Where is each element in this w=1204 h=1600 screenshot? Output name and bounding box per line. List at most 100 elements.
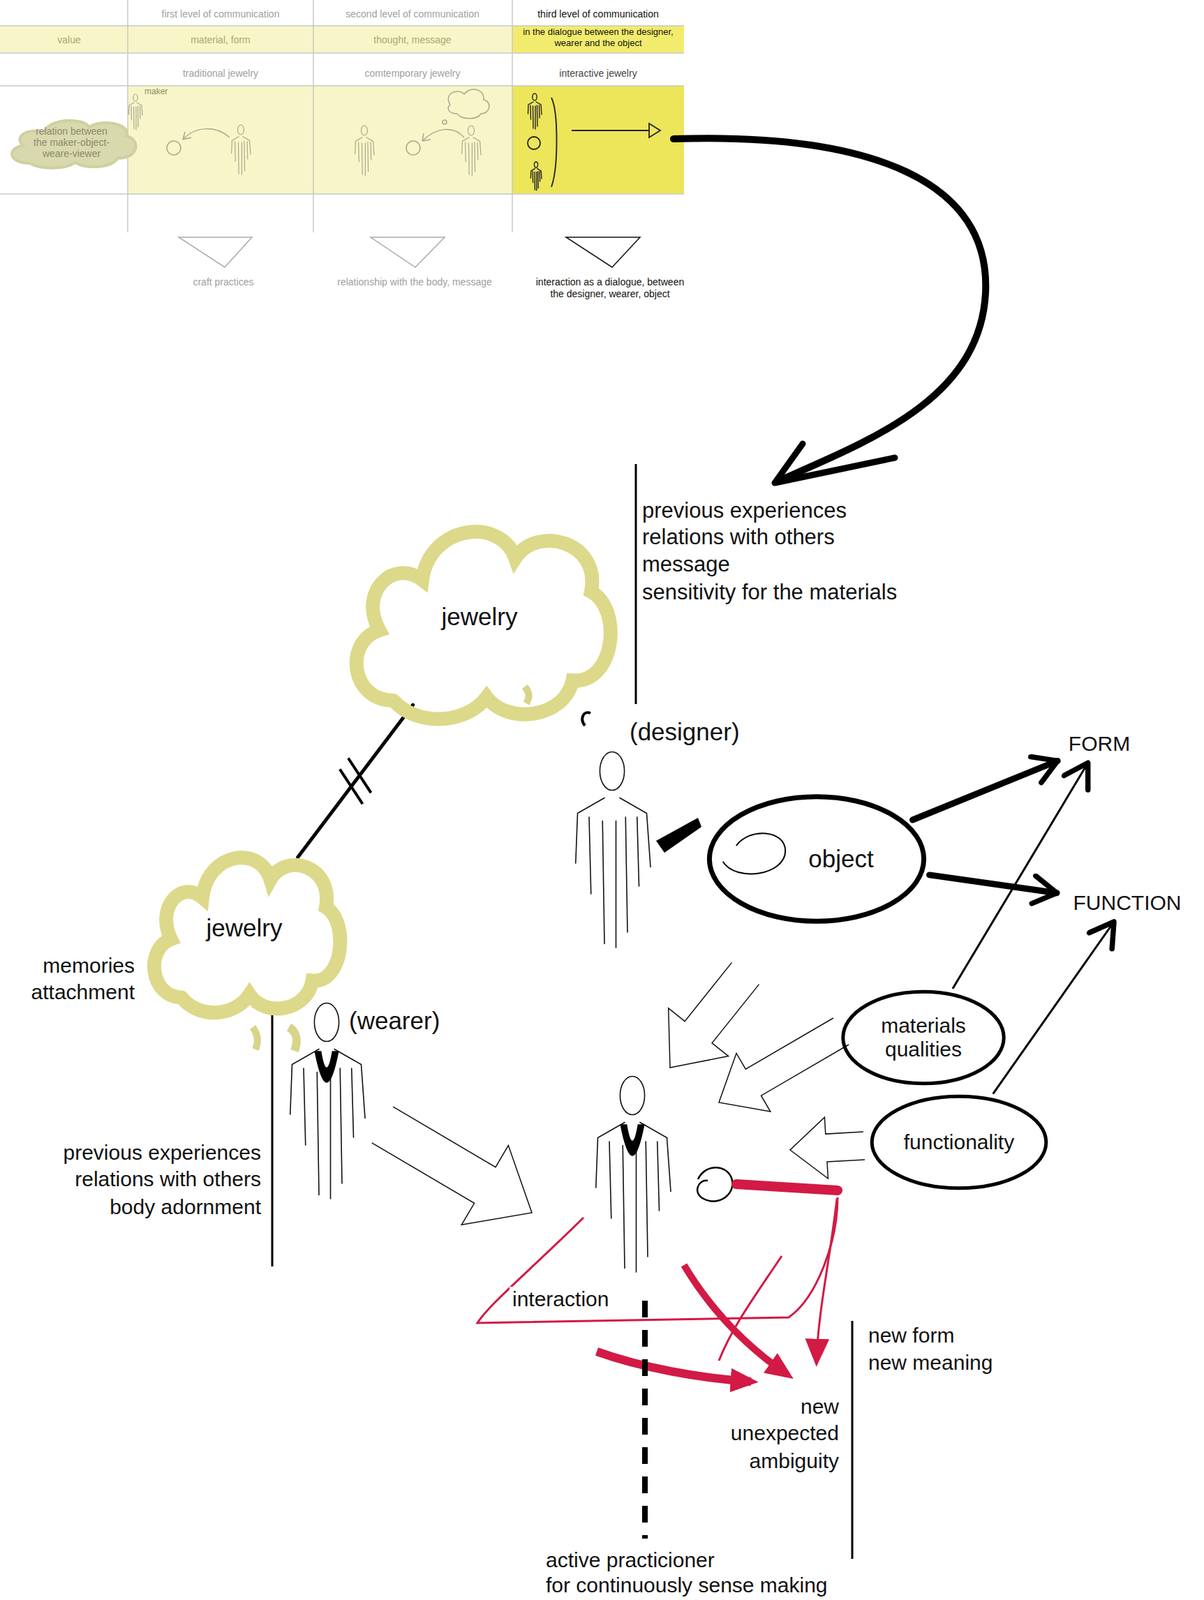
person-figure [528,93,543,130]
text-label: attachment [31,979,135,1006]
hollow-arrow [668,962,760,1068]
text-label: for continuously sense making [545,1573,828,1599]
text-label: third level of communication [537,8,659,21]
node-text: materials qualities [867,1014,980,1063]
figure-scarf [314,1051,339,1083]
figure-body [530,168,542,191]
figure-body [462,137,481,176]
text-label: relations with others [642,524,835,551]
cloud-blob [11,120,136,169]
figure-head [599,752,624,791]
cloud-outline [154,857,340,1013]
connector-line [912,760,1059,821]
figure-head [133,94,138,102]
text-label: new meaning [868,1350,993,1376]
bracket-line [851,1321,854,1560]
text-label: craft practices [192,276,254,289]
text-label: body adornment [109,1194,262,1221]
ellipse-node: object [704,792,929,926]
text-label: traditional jewelry [182,67,259,80]
text-label: ambiguity [749,1448,839,1475]
ellipse-outline [709,797,924,923]
person-figure [462,125,481,176]
figure-head [533,161,538,168]
text-node: FORM [1060,728,1138,760]
text-label: first level of communication [161,8,280,21]
text-label: new form [868,1323,955,1349]
text-label: previous experiences [642,497,847,524]
triangle [566,237,641,268]
pointer-mark [656,818,702,853]
text-label: interaction [509,1287,612,1313]
node-text: jewelry [206,914,283,943]
red-stroke [736,1184,838,1191]
text-label: (designer) [629,717,740,747]
figure-head [238,124,245,135]
thought-mark [288,1027,297,1052]
node-text: FORM [1068,732,1131,757]
person-figure [575,752,651,949]
table-cell [512,85,685,195]
figure-head [619,1076,645,1116]
interaction-loop [477,1197,838,1324]
text-label: interaction as a dialogue, between the d… [529,276,691,301]
break-tick [339,769,363,805]
connector [953,762,1089,989]
red-stroke [718,1256,782,1362]
cell-sketch [527,97,661,188]
text-label: second level of communication [345,8,479,21]
object-spiral [723,833,786,874]
connector [912,760,1059,821]
text-label: interactive jewelry [559,67,637,80]
object-spiral [697,1167,733,1202]
text-label: (wearer) [348,1006,440,1036]
person-figure [596,1076,671,1274]
node-text: relation between the maker-object-weare-… [30,125,114,160]
connector [929,875,1058,894]
text-label: material, form [190,34,251,47]
triangle [178,237,252,268]
figure-body [596,1123,671,1274]
node-text: FUNCTION [1073,891,1182,916]
figure-body [290,1049,366,1200]
hollow-arrow [718,1018,849,1112]
text-node: FUNCTION [1060,887,1194,919]
bracket-line [271,1015,274,1267]
figure-body [528,101,543,130]
connector-line [298,704,414,858]
text-label: active practicioner [545,1548,715,1574]
figure-head [314,1003,339,1043]
cloud-node: jewelry [336,499,623,735]
ellipse-outline [871,1096,1047,1189]
red-arrow [816,1199,837,1360]
ellipse-outline [843,991,1004,1084]
figure-body [355,137,375,176]
figure-body [129,102,144,130]
cloud-outline [356,531,611,719]
thought-mark [582,712,591,726]
pointer-arrow [673,138,986,481]
node-text: object [808,845,874,874]
node-text: functionality [903,1130,1015,1156]
thought-mark [252,1027,258,1050]
text-label: comtemporary jewelry [365,67,461,80]
cloud-node: relation between the maker-object-weare-… [2,112,142,172]
person-figure [129,94,144,130]
red-arrow [596,1351,752,1382]
figure-head [468,125,475,136]
cloud-node: jewelry [139,831,349,1026]
figure-scarf [619,1124,645,1156]
text-label: memories [42,953,135,979]
cell-sketch [166,89,490,155]
text-label: sensitivity for the materials [642,579,897,606]
triangle [370,237,445,268]
person-figure [231,124,251,175]
text-label: relationship with the body, message [330,276,499,289]
thought-mark [524,686,530,704]
hollow-arrow [790,1117,865,1179]
figure-body [575,798,651,949]
text-label: relations with others [74,1167,262,1193]
person-figure [355,125,375,176]
